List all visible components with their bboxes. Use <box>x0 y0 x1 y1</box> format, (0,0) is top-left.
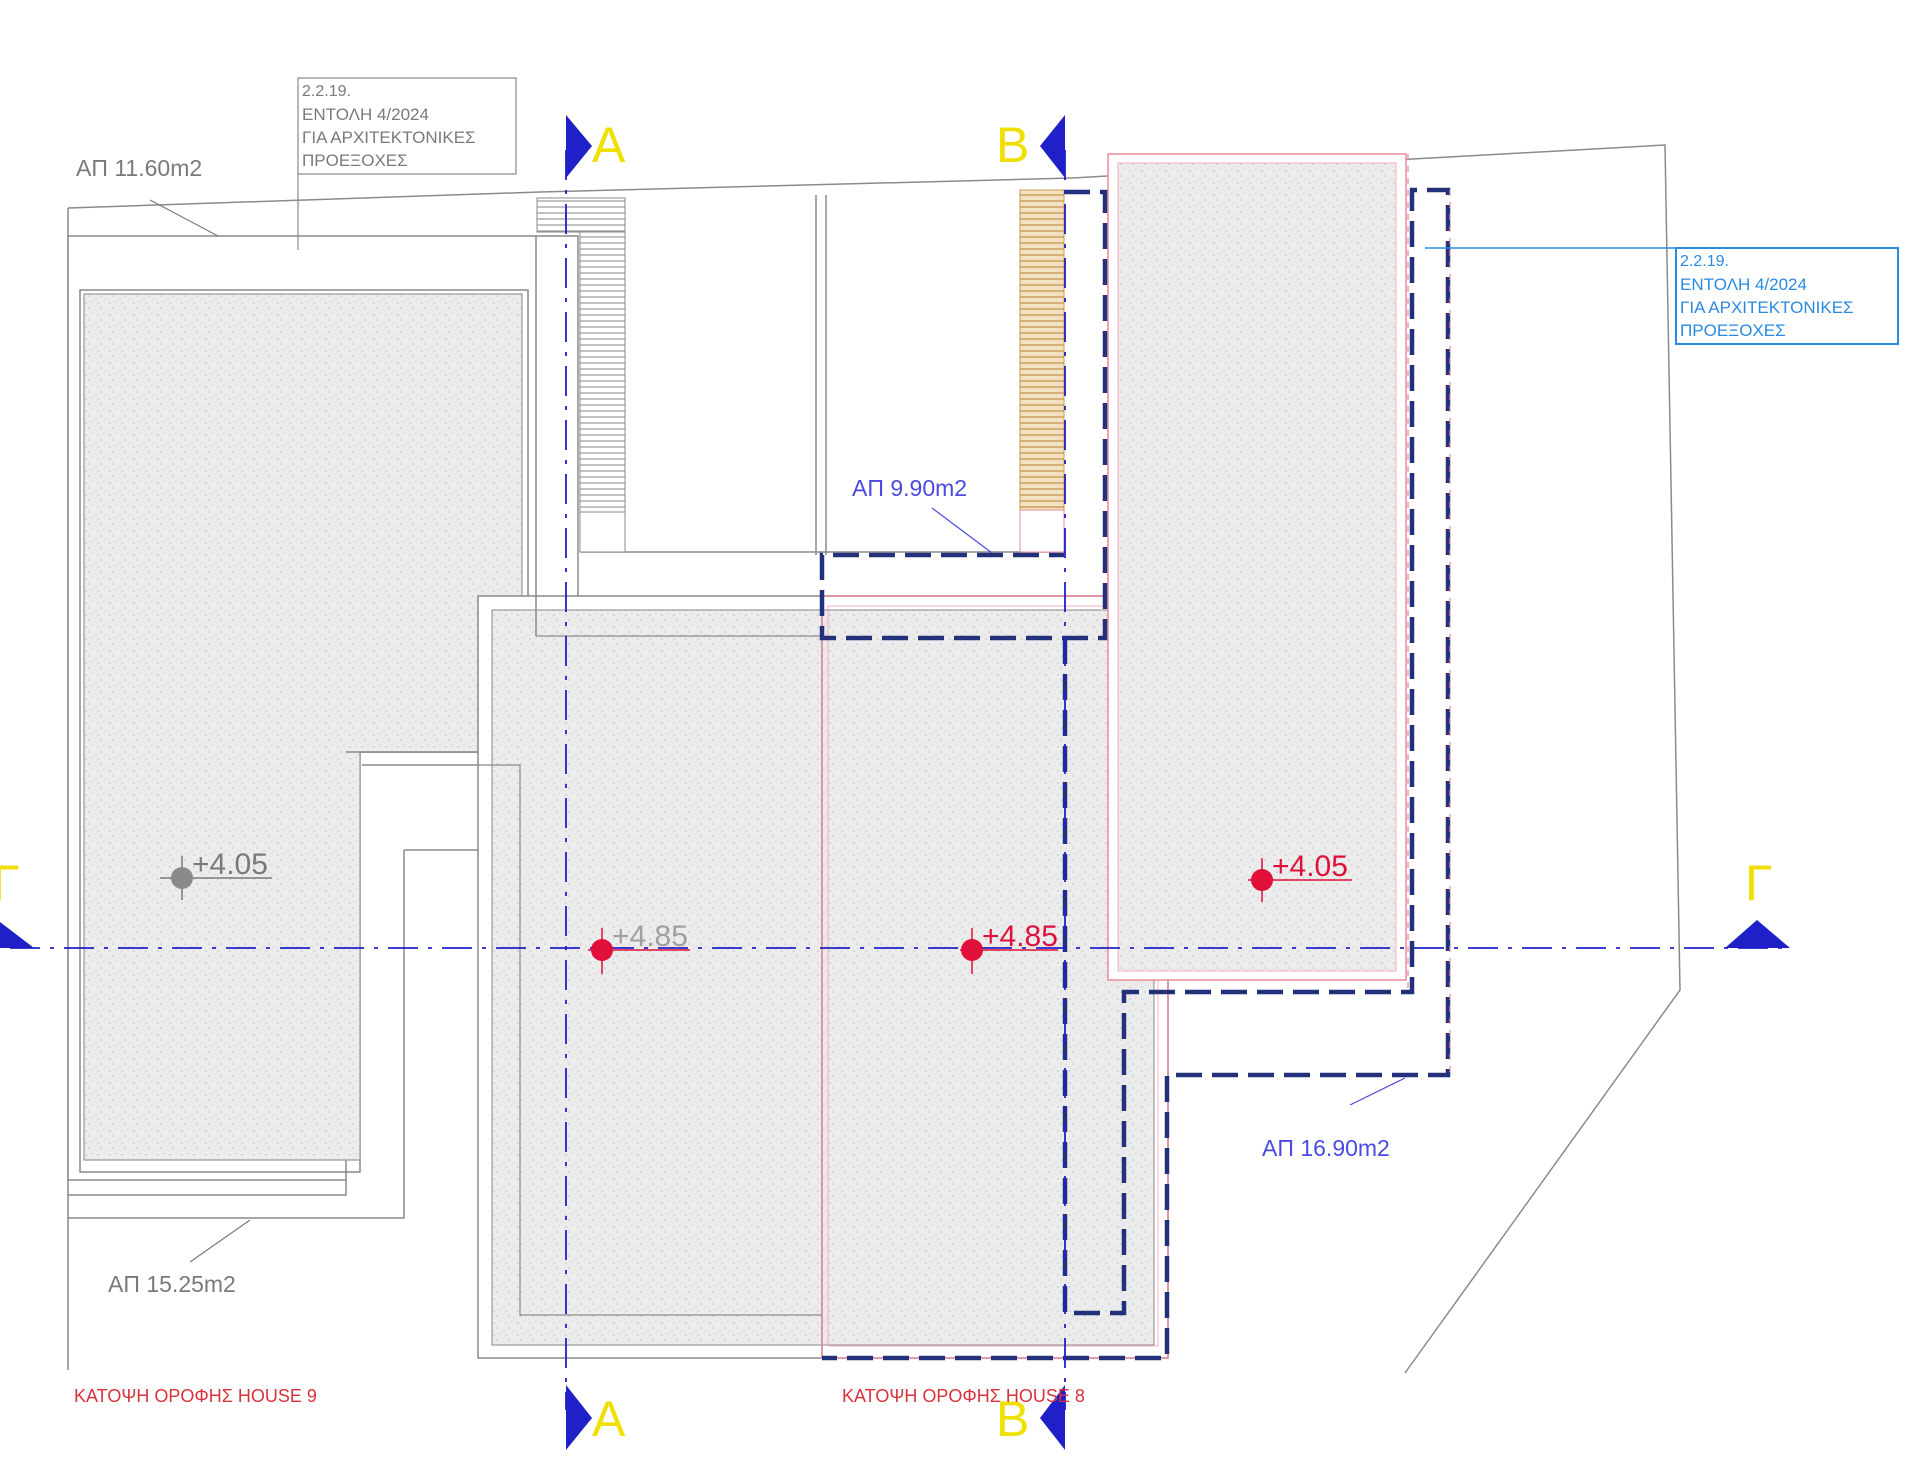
section-letter: A <box>592 1391 626 1447</box>
note-line: 2.2.19. <box>1680 253 1729 270</box>
section-marker-g-right: Γ <box>1725 855 1790 948</box>
section-marker-b-bottom: B <box>996 1385 1065 1450</box>
title-house9: ΚΑΤΟΨΗ ΟΡΟΦΗΣ HOUSE 9 <box>74 1386 317 1406</box>
note-box-right: 2.2.19. ΕΝΤΟΛΗ 4/2024 ΓΙΑ ΑΡΧΙΤΕΚΤΟΝΙΚΕΣ… <box>1425 247 1899 345</box>
svg-text:+4.85: +4.85 <box>612 920 688 953</box>
title-house8: ΚΑΤΟΨΗ ΟΡΟΦΗΣ HOUSE 8 <box>842 1386 1085 1406</box>
section-letter: Γ <box>0 855 20 911</box>
pink-overlay-lines <box>1407 154 1451 1075</box>
note-line: ΓΙΑ ΑΡΧΙΤΕΚΤΟΝΙΚΕΣ <box>302 128 476 147</box>
note-line: ΠΡΟΕΞΟΧΕΣ <box>1680 321 1786 340</box>
section-letter: Γ <box>1745 855 1773 911</box>
section-letter: B <box>996 1391 1029 1447</box>
elevation-marker-right-roof: +4.05 <box>1248 850 1352 902</box>
section-marker-g-left: Γ <box>0 855 34 948</box>
house9-left-roof <box>67 235 579 1219</box>
note-box-left: 2.2.19. ΕΝΤΟΛΗ 4/2024 ΓΙΑ ΑΡΧΙΤΕΚΤΟΝΙΚΕΣ… <box>297 77 517 250</box>
note-line: ΕΝΤΟΛΗ 4/2024 <box>302 105 429 124</box>
svg-text:ΑΠ 16.90m2: ΑΠ 16.90m2 <box>1262 1135 1390 1161</box>
section-letter: A <box>592 117 626 173</box>
note-line: ΕΝΤΟΛΗ 4/2024 <box>1680 275 1807 294</box>
area-label-middle: ΑΠ 9.90m2 <box>852 475 993 554</box>
elevation-marker-left-roof: +4.05 <box>160 848 272 900</box>
section-marker-b-top: B <box>996 115 1065 178</box>
svg-text:ΑΠ 15.25m2: ΑΠ 15.25m2 <box>108 1271 236 1297</box>
section-letter: B <box>996 117 1029 173</box>
elevation-marker-center-right: +4.85 <box>960 920 1058 974</box>
area-label-right: ΑΠ 16.90m2 <box>1262 1077 1406 1161</box>
svg-text:ΑΠ 9.90m2: ΑΠ 9.90m2 <box>852 475 967 501</box>
svg-text:+4.85: +4.85 <box>982 920 1058 953</box>
dashed-boundaries <box>819 187 1451 1361</box>
note-line: 2.2.19. <box>302 83 351 100</box>
area-label-bottom-left: ΑΠ 15.25m2 <box>108 1219 251 1297</box>
section-lines <box>10 150 1790 1410</box>
elevation-marker-center-left: +4.85 <box>588 920 690 974</box>
house8-right-roof <box>1107 153 1407 981</box>
section-marker-a-bottom: A <box>566 1385 626 1450</box>
area-label-top-left: ΑΠ 11.60m2 <box>76 155 219 237</box>
svg-text:ΑΠ 11.60m2: ΑΠ 11.60m2 <box>76 155 202 181</box>
note-line: ΠΡΟΕΞΟΧΕΣ <box>302 151 408 170</box>
svg-text:+4.05: +4.05 <box>192 848 268 881</box>
courtyard-area <box>535 189 1065 637</box>
note-line: ΓΙΑ ΑΡΧΙΤΕΚΤΟΝΙΚΕΣ <box>1680 298 1854 317</box>
section-marker-a-top: A <box>566 115 626 178</box>
svg-text:+4.05: +4.05 <box>1272 850 1348 883</box>
